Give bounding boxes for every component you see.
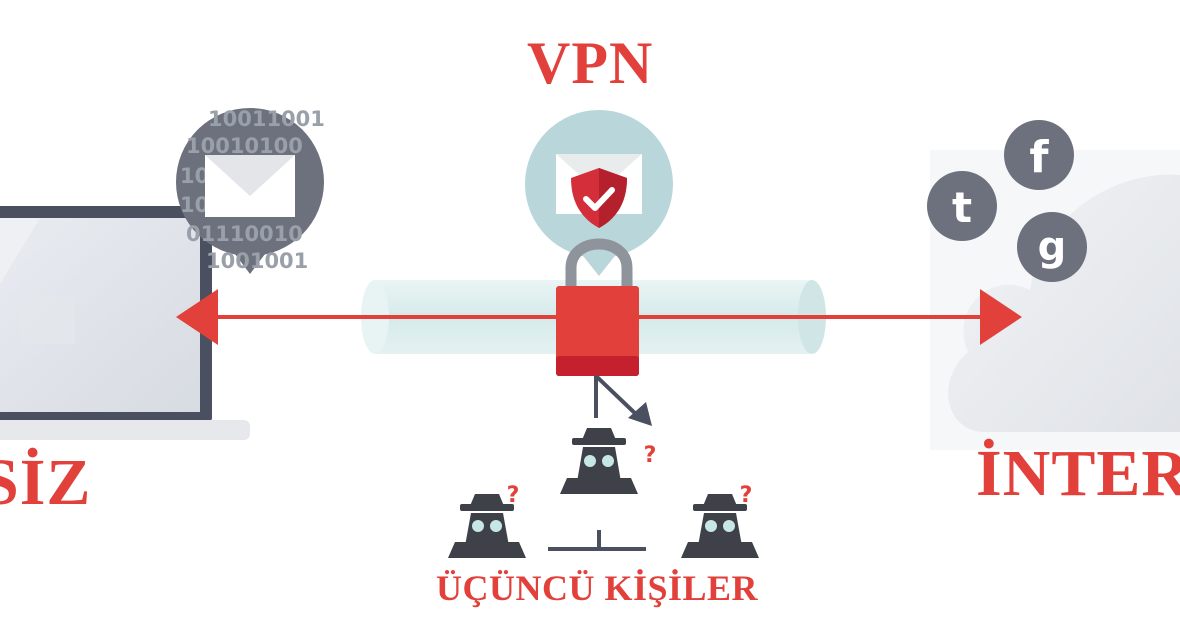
laptop-base [0,420,250,440]
arrow-left-icon [176,289,218,345]
svg-text:01110010: 01110010 [186,222,303,246]
svg-text:g: g [1038,224,1067,270]
internet-cloud [930,150,1180,450]
internet-label: İNTER [976,437,1180,510]
question-mark: ? [644,443,657,468]
shield-icon [571,168,627,228]
svg-text:t: t [952,183,972,232]
svg-text:10011001: 10011001 [208,107,325,131]
svg-text:f: f [1029,132,1049,183]
envelope-icon [205,155,295,217]
spy-icon-right: ? [681,483,759,558]
question-mark: ? [740,483,753,508]
padlock-icon [556,238,639,376]
svg-text:10010100: 10010100 [186,134,303,158]
spy-icon-center: ? [560,428,656,494]
cloud-shape [948,174,1180,432]
binary-message-bubble: 10011001 10010100 10 01 10 10 01110010 1… [176,107,325,274]
arrow-down-right-icon [628,402,652,426]
question-mark: ? [507,483,520,508]
twitter-icon[interactable]: t [927,171,997,241]
blocked-arrow [594,374,652,426]
check-icon [583,187,615,211]
you-label: SİZ [0,446,92,519]
laptop-icon [0,206,250,440]
third-parties-label: ÜÇÜNCÜ KİŞİLER [436,568,759,608]
google-icon[interactable]: g [1017,212,1087,282]
svg-text:1001001: 1001001 [206,249,308,273]
facebook-icon[interactable]: f [1004,120,1074,190]
arrow-right-icon [980,289,1022,345]
vpn-shield-bubble [525,110,673,276]
spy-icon-left: ? [448,483,526,558]
social-icons: t f g [927,120,1087,282]
vpn-title: VPN [527,30,654,96]
third-parties-connector [548,530,646,551]
